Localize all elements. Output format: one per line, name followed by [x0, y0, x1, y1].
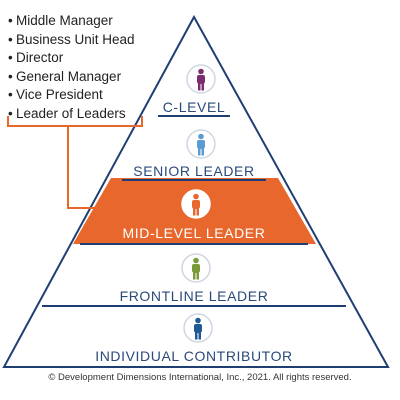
- level-label-mid: MID-LEVEL LEADER: [123, 225, 266, 241]
- person-icon: [181, 253, 211, 283]
- pyramid-outline: [2, 14, 390, 368]
- level-label-frontline: FRONTLINE LEADER: [120, 288, 269, 304]
- bullet-item: Vice President: [8, 86, 135, 105]
- person-icon: [186, 64, 216, 94]
- bullet-item: Leader of Leaders: [8, 105, 135, 124]
- bullet-item: General Manager: [8, 68, 135, 87]
- person-icon: [186, 129, 216, 159]
- level-label-c-level: C-LEVEL: [163, 99, 226, 115]
- level-label-senior: SENIOR LEADER: [133, 163, 254, 179]
- bracket-connector: [7, 116, 143, 209]
- level-label-individual: INDIVIDUAL CONTRIBUTOR: [95, 348, 293, 364]
- bullet-item: Director: [8, 49, 135, 68]
- person-icon: [183, 313, 213, 343]
- person-icon: [181, 189, 211, 219]
- bullet-item: Business Unit Head: [8, 31, 135, 50]
- bullet-item: Middle Manager: [8, 12, 135, 31]
- copyright-notice: © Development Dimensions International, …: [48, 372, 352, 383]
- bullet-list: Middle Manager Business Unit Head Direct…: [8, 12, 135, 124]
